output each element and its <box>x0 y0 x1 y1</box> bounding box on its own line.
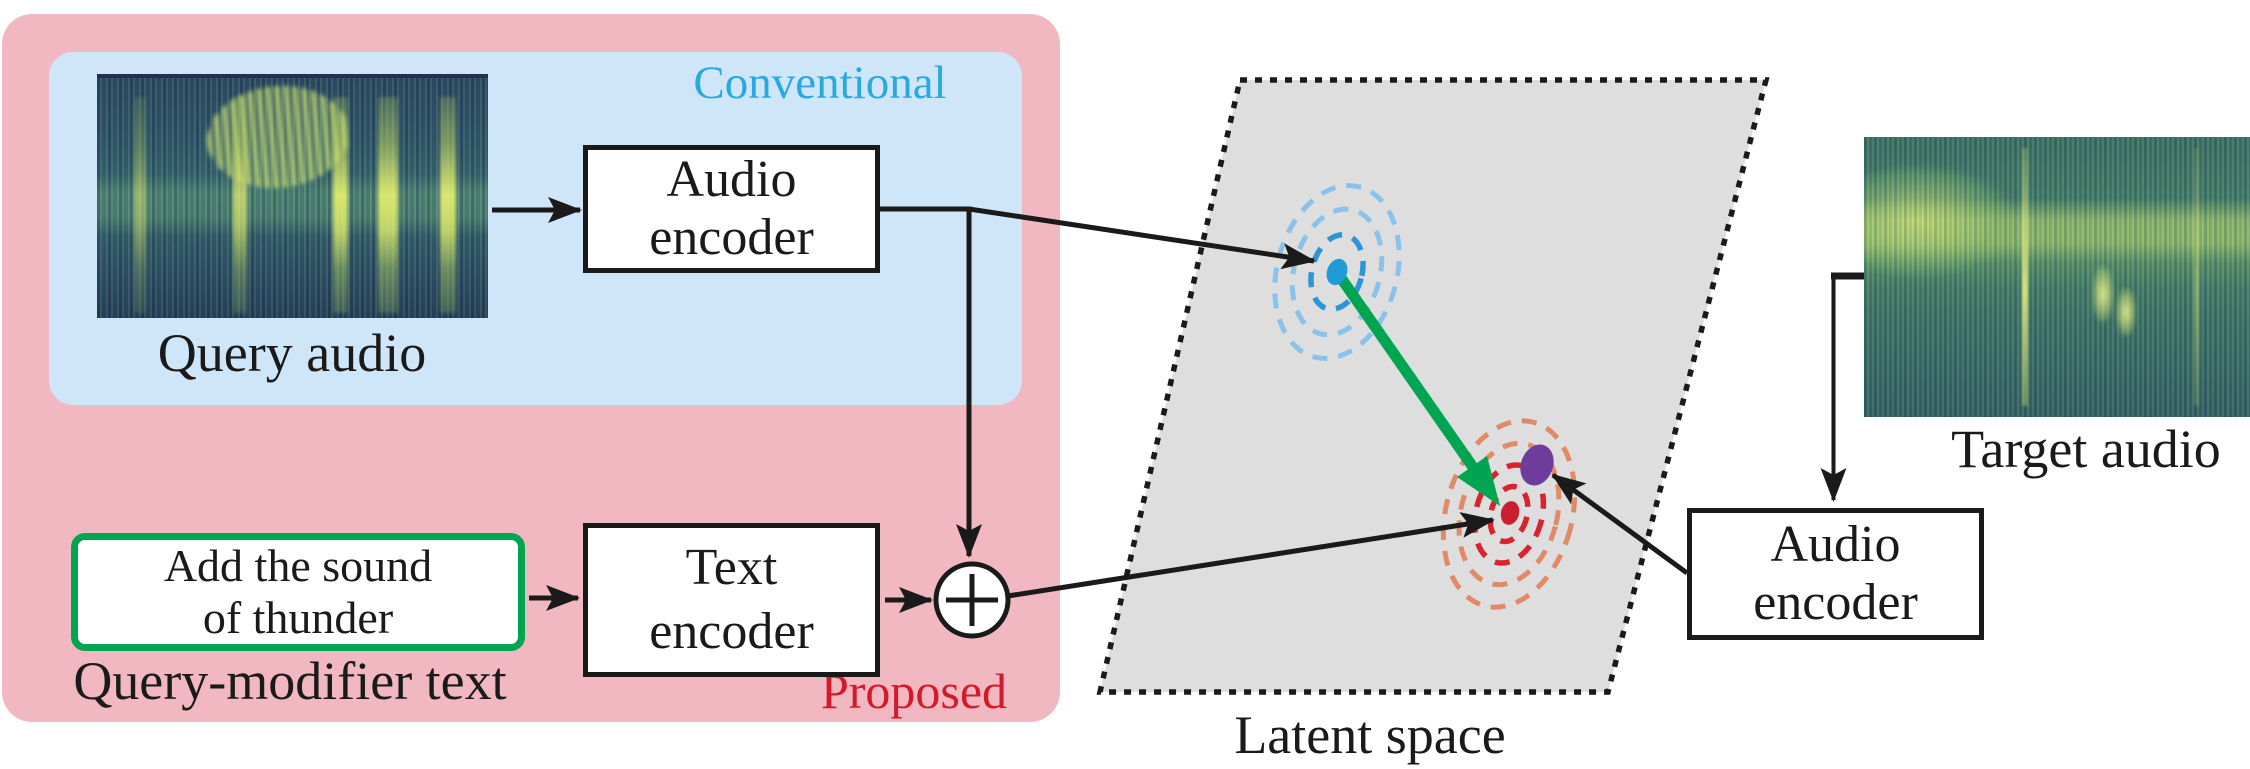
query-embedding-dot <box>1326 258 1348 286</box>
spectrogram-streak <box>134 97 146 314</box>
arrow-sum-to-latent <box>1007 512 1495 599</box>
audio-encoder-right-line2: encoder <box>1753 574 1918 631</box>
audio-encoder-left-line1: Audio <box>666 151 797 208</box>
modified-ring-2 <box>1471 462 1547 566</box>
target-audio-label: Target audio <box>1951 419 2221 479</box>
query-audio-spectrogram <box>97 74 488 318</box>
arrow-audio-encoder-to-latent <box>968 206 1316 270</box>
target-audio-spectrogram <box>1864 137 2250 417</box>
query-modifier-text-box: Add the sound of thunder <box>71 533 525 651</box>
sum-node <box>933 561 1011 639</box>
modification-arrow-head <box>1457 456 1500 506</box>
text-encoder-line2: encoder <box>649 603 814 660</box>
latent-space-plane <box>1096 77 1770 695</box>
query-modifier-line1: Add the sound <box>163 540 433 591</box>
audio-encoder-box-right: Audio encoder <box>1687 508 1984 640</box>
audio-encoder-box-left: Audio encoder <box>583 145 880 273</box>
plus-icon <box>946 574 998 626</box>
modified-distribution-rings <box>1440 418 1578 610</box>
modified-query-embedding-dot <box>1500 501 1520 525</box>
spectrogram-spot <box>2116 287 2136 337</box>
text-encoder-box: Text encoder <box>583 523 880 677</box>
latent-space-label: Latent space <box>1234 705 1506 765</box>
spectrogram-streak <box>2022 148 2028 406</box>
modification-shift-arrow <box>1336 274 1500 506</box>
modification-arrow-shaft <box>1336 274 1480 474</box>
spectrogram-streak <box>233 97 247 314</box>
modified-ring-inner <box>1487 483 1531 545</box>
target-embedding-dot <box>1520 444 1554 486</box>
spectrogram-spot <box>2092 265 2114 323</box>
spectrogram-streak <box>378 97 398 314</box>
conventional-label: Conventional <box>693 57 947 109</box>
modified-ring-outer <box>1440 418 1578 610</box>
arrow-audio-encoder-to-target-dot <box>1551 472 1689 576</box>
arrow-audio-encoder-to-sum <box>880 206 982 558</box>
spectrogram-streak <box>440 97 456 314</box>
query-audio-label: Query audio <box>157 323 427 383</box>
audio-encoder-right-line1: Audio <box>1770 516 1901 573</box>
query-ring-inner <box>1308 231 1366 313</box>
text-encoder-line1: Text <box>685 539 778 596</box>
query-modifier-line2: of thunder <box>202 592 394 643</box>
spectrogram-streak <box>333 97 348 314</box>
modified-ring-3 <box>1456 440 1562 588</box>
spectrogram-streak <box>2194 148 2199 406</box>
audio-encoder-left-line2: encoder <box>649 209 814 266</box>
query-modifier-label: Query-modifier text <box>73 651 507 711</box>
